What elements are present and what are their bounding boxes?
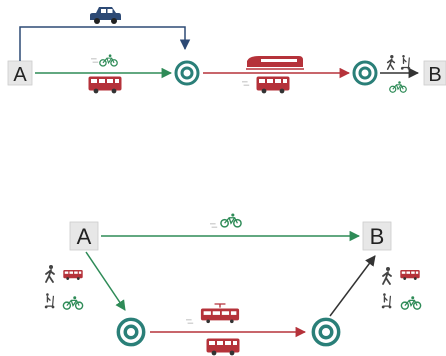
walking-icon — [382, 267, 392, 285]
scooter-icon — [44, 292, 56, 310]
bus-icon — [400, 270, 420, 280]
scooter-icon — [400, 55, 411, 70]
bottom-hub-2[interactable] — [311, 317, 341, 347]
tram-icon — [200, 303, 240, 324]
bicycle-icon — [389, 81, 407, 93]
top-car-bypass-arrow — [19, 26, 191, 61]
top-diagram: A B — [7, 7, 446, 94]
bottom-last-mile-arrow — [329, 255, 376, 317]
top-destination-node[interactable]: B — [423, 60, 446, 86]
car-icon — [90, 7, 121, 24]
walking-icon — [386, 55, 396, 70]
top-hub-1[interactable] — [174, 60, 200, 86]
bus-icon — [63, 270, 83, 280]
bus-icon — [88, 76, 122, 94]
speed-lines-icon — [210, 223, 218, 228]
bus-icon — [256, 76, 290, 94]
bottom-diagram: A B — [44, 213, 422, 356]
bottom-origin-node[interactable]: A — [69, 221, 99, 251]
bicycle-icon — [62, 296, 84, 310]
speed-lines-icon — [91, 58, 99, 63]
speed-lines-icon — [242, 81, 250, 86]
train-icon — [245, 55, 305, 70]
bicycle-icon — [99, 54, 118, 67]
bottom-destination-label: B — [370, 224, 385, 249]
bicycle-icon — [220, 213, 242, 228]
speed-lines-icon — [186, 319, 194, 324]
scooter-icon — [381, 292, 393, 310]
walking-icon — [45, 265, 55, 283]
bottom-first-mile-arrow — [85, 251, 126, 311]
bottom-origin-label: A — [77, 224, 92, 249]
top-hub-2[interactable] — [352, 60, 378, 86]
bottom-destination-node[interactable]: B — [362, 221, 392, 251]
top-origin-label: A — [13, 64, 27, 86]
bottom-hub-1[interactable] — [116, 317, 146, 347]
bus-icon — [206, 338, 240, 356]
bicycle-icon — [400, 296, 422, 310]
top-destination-label: B — [428, 64, 441, 86]
top-origin-node[interactable]: A — [7, 60, 33, 86]
